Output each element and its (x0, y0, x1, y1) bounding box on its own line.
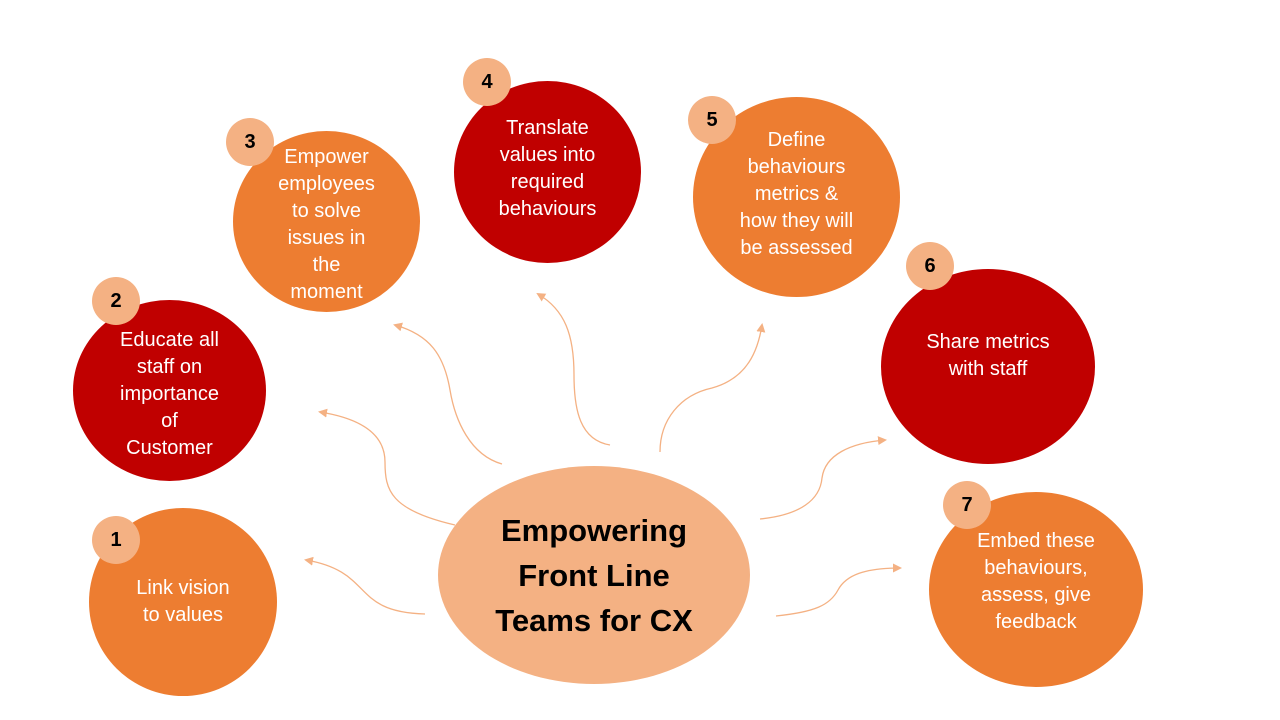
center-hub: Empowering Front Line Teams for CX (438, 466, 750, 684)
step-6-circle: Share metrics with staff (881, 269, 1095, 464)
arrow-to-step-2 (318, 408, 456, 526)
step-4-label: Translate values into required behaviour… (498, 117, 597, 220)
arrow-to-step-5 (659, 323, 766, 453)
center-title: Empowering Front Line Teams for CX (495, 512, 693, 638)
step-1-badge: 1 (92, 516, 140, 564)
step-4-badge: 4 (463, 58, 511, 106)
step-1-label: Link vision to values (136, 577, 230, 626)
arrow-to-step-1 (304, 556, 426, 615)
step-1-circle: Link vision to values (89, 508, 277, 696)
step-2-badge: 2 (92, 277, 140, 325)
step-3-label: Empower employees to solve issues in the… (278, 145, 375, 303)
step-2-label: Educate all staff on importance of Custo… (120, 329, 219, 459)
step-6-badge: 6 (906, 242, 954, 290)
arrow-to-step-6 (759, 436, 887, 520)
step-7-label: Embed these behaviours, assess, give fee… (977, 530, 1095, 633)
step-7-badge: 7 (943, 481, 991, 529)
step-2-circle: Educate all staff on importance of Custo… (73, 300, 266, 481)
arrow-to-step-7 (775, 563, 902, 617)
arrow-to-step-3 (393, 322, 503, 465)
step-5-label: Define behaviours metrics & how they wil… (739, 129, 854, 259)
step-4-circle: Translate values into required behaviour… (454, 81, 641, 263)
arrow-to-step-4 (536, 292, 611, 446)
step-3-badge: 3 (226, 118, 274, 166)
step-6-label: Share metrics with staff (926, 330, 1050, 380)
step-5-badge: 5 (688, 96, 736, 144)
